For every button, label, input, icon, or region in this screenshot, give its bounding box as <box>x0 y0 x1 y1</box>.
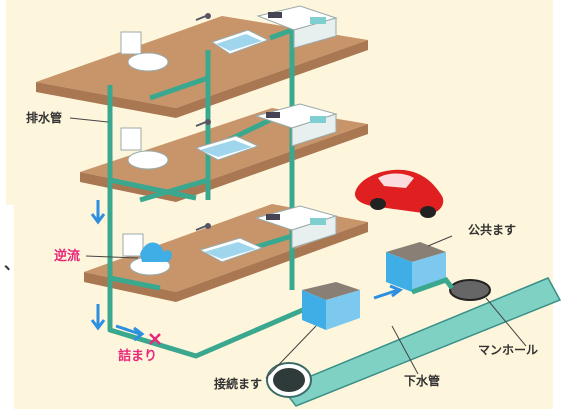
sewer-pipe <box>266 277 561 407</box>
kitchen-sink-icon <box>254 205 338 249</box>
left-white-strip <box>0 205 14 409</box>
manhole <box>449 279 491 301</box>
stray-comma-mark: 、 <box>4 254 21 273</box>
basin-connector-pipe <box>411 277 454 295</box>
blockage-label: 詰まり <box>118 349 158 364</box>
public-basin-label: 公共ます <box>468 223 517 237</box>
connection-basin-label: 接続ます <box>214 377 263 391</box>
backflow-label: 逆流 <box>54 249 81 264</box>
shower-faucet-icon <box>195 119 211 127</box>
manhole-label: マンホール <box>478 343 539 357</box>
kitchen-sink-icon <box>256 5 338 49</box>
toilet-icon <box>122 233 172 276</box>
car-icon <box>354 169 444 218</box>
bathtub-icon <box>210 29 270 55</box>
backflow-water <box>140 242 172 262</box>
floor-top <box>36 16 368 118</box>
toilet-icon <box>120 31 169 72</box>
arrow-down-icon <box>90 200 106 225</box>
shower-faucet-icon <box>195 223 211 231</box>
arrow-right-icon <box>373 284 404 300</box>
x-mark-icon <box>149 333 161 345</box>
connection-basin <box>302 282 360 330</box>
toilet-icon <box>120 127 169 170</box>
bathtub-icon <box>194 135 260 161</box>
leader-lines <box>69 117 527 379</box>
bathtub-icon <box>198 237 264 263</box>
drain-pipe-label: 排水管 <box>26 111 63 125</box>
shower-faucet-icon <box>195 13 211 21</box>
arrow-down-icon <box>90 304 106 331</box>
kitchen-sink-icon <box>254 103 338 147</box>
arrow-right-icon <box>115 324 145 342</box>
sewer-pipe-label: 下水管 <box>404 374 441 388</box>
